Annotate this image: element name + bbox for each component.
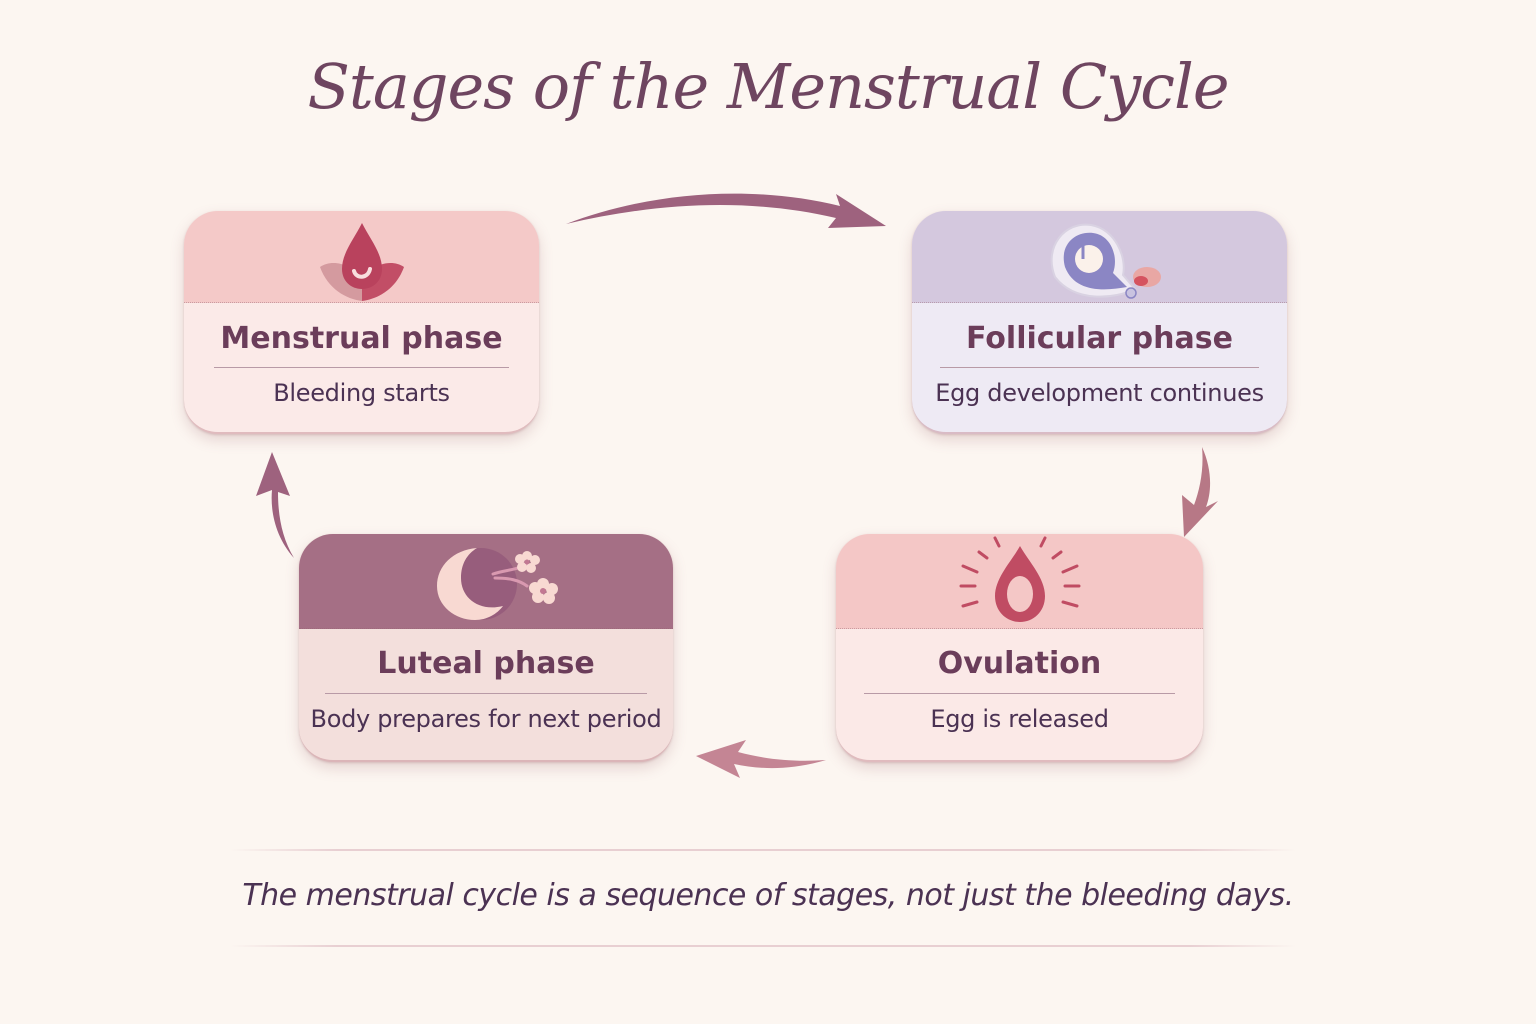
divider-line: [864, 693, 1175, 694]
radiant-drop-icon: [959, 536, 1080, 622]
stage-title: Follicular phase: [966, 321, 1233, 356]
follicle-egg-icon: [1050, 223, 1161, 299]
stage-card-follicular: Follicular phase Egg development continu…: [912, 211, 1287, 434]
stage-subtitle: Egg development continues: [935, 379, 1264, 407]
stage-subtitle: Body prepares for next period: [310, 705, 662, 733]
stage-title: Menstrual phase: [220, 321, 503, 356]
stage-title: Luteal phase: [377, 646, 595, 681]
stage-card-menstrual: Menstrual phase Bleeding starts: [184, 211, 539, 434]
stage-title: Ovulation: [937, 646, 1102, 681]
stage-subtitle: Egg is released: [930, 705, 1109, 733]
stage-card-luteal: Luteal phase Body prepares for next peri…: [299, 534, 673, 762]
footer-bottom-divider: [230, 945, 1296, 947]
arrow-ovulation-to-luteal: [696, 740, 826, 778]
arrow-menstrual-to-follicular: [566, 193, 886, 228]
divider-line: [940, 367, 1259, 368]
arrow-luteal-to-menstrual: [256, 452, 294, 558]
divider-line: [214, 367, 509, 368]
footer-note: The menstrual cycle is a sequence of sta…: [242, 878, 1294, 913]
blood-drop-hands-icon: [319, 223, 404, 301]
stage-subtitle: Bleeding starts: [273, 379, 450, 407]
page-title: Stages of the Menstrual Cycle: [307, 50, 1229, 123]
moon-blossom-icon: [437, 548, 558, 620]
arrow-follicular-to-ovulation: [1182, 447, 1218, 537]
stage-card-ovulation: Ovulation Egg is released: [836, 534, 1203, 762]
divider-line: [325, 693, 647, 694]
footer-top-divider: [230, 849, 1296, 851]
